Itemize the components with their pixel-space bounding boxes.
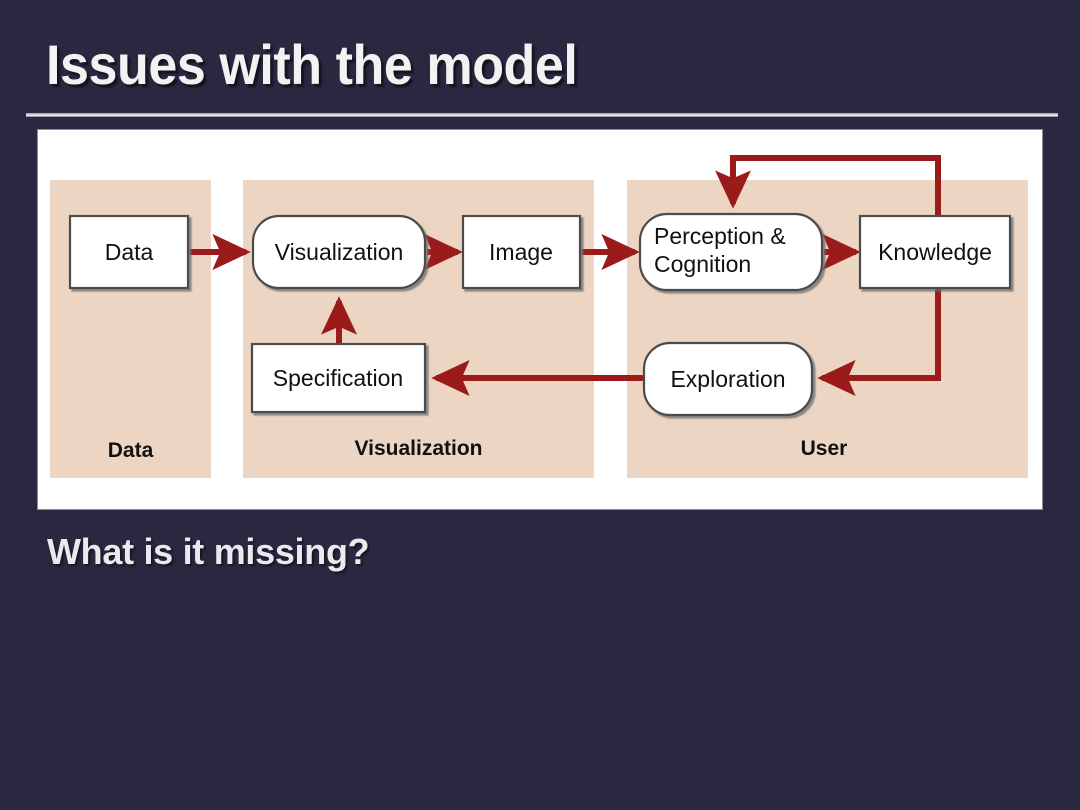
node-label-knowledge: Knowledge — [878, 239, 992, 265]
node-label-data: Data — [105, 239, 154, 265]
node-label-perception-line2: Cognition — [654, 251, 751, 277]
slide-subtitle: What is it missing? — [47, 531, 370, 572]
node-data[interactable]: Data — [68, 214, 190, 290]
edge-knowledge-to-exploration — [817, 288, 941, 396]
node-label-visualization: Visualization — [275, 239, 404, 265]
edge-knowledge-to-perception — [715, 155, 941, 216]
node-exploration[interactable]: Exploration — [642, 341, 814, 417]
panel-label-user: User — [801, 437, 848, 460]
node-image[interactable]: Image — [461, 214, 582, 290]
node-label-perception-line1: Perception & — [654, 223, 786, 249]
node-perception-cognition[interactable]: Perception & Cognition — [638, 212, 824, 292]
panel-label-data: Data — [108, 439, 154, 462]
node-label-exploration: Exploration — [670, 366, 785, 392]
panel-label-visualization: Visualization — [355, 437, 483, 460]
page-title: Issues with the model — [46, 33, 578, 96]
node-label-specification: Specification — [273, 365, 403, 391]
diagram-figure: Data Visualization User — [38, 130, 1042, 509]
visualization-pipeline-diagram: Data Visualization User — [50, 155, 1028, 478]
node-specification[interactable]: Specification — [250, 342, 427, 414]
node-knowledge[interactable]: Knowledge — [858, 214, 1012, 290]
node-label-image: Image — [489, 239, 553, 265]
node-visualization[interactable]: Visualization — [251, 214, 427, 290]
title-divider — [26, 113, 1058, 117]
